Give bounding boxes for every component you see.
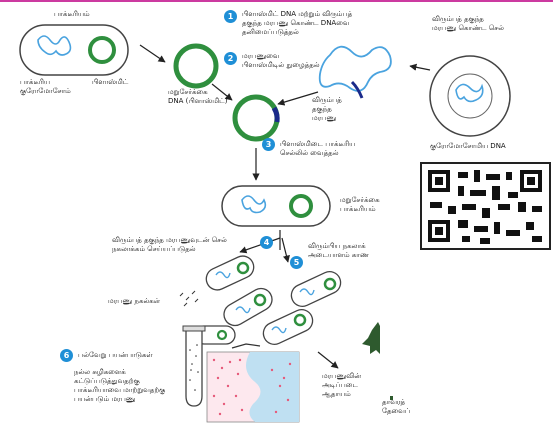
inserted-gene: [271, 106, 280, 123]
clone-bacterium: [223, 287, 273, 327]
label-plasmid: பிளாஸ்மிட்: [92, 78, 129, 86]
clone-bacterium: [205, 255, 255, 291]
arrow-to-identify: [281, 237, 290, 263]
label-cell-chromosome-dna: குரோமோசோமிய DNA: [430, 142, 506, 150]
step-3-text: பிளாஸ்மிடை பாக்டீரிய செல்லில் வைத்தல்: [280, 140, 356, 157]
label-plant: தாவரத் தேவைப்: [382, 398, 411, 415]
recombinant-plasmid: [232, 94, 280, 142]
label-recombinant-bacterium: மறுசேர்க்கை பாக்டீரியம்: [340, 196, 380, 213]
step-1-text: பிளாஸ்மிட் DNA மற்றும் விரும்பத் தகுந்த …: [242, 10, 353, 36]
arrow-from-source-cell: [409, 63, 431, 71]
source-cell: [429, 55, 511, 137]
label-gene-copies: மரபணு நகல்கள்: [108, 297, 161, 305]
plasmid-ring: [88, 36, 116, 64]
clone-bacterium: [262, 309, 314, 345]
step-4-badge: 4: [260, 236, 273, 249]
step-5-text: விரும்பிய நகலாக் அடையாளம் காண: [308, 242, 369, 259]
occluding-patch: [380, 246, 553, 396]
bacterial-chromosome-dna: [37, 35, 72, 56]
gene-copies: [179, 290, 199, 307]
recombinant-bacterium: [221, 185, 331, 227]
label-source-cell: விரும்பத் தகுந்த மரபணு கொண்ட செல்: [432, 15, 504, 32]
application-text: நல்ல சுழிகளைக் கட்டுப்படுத்துவதற்கு பாக்…: [74, 368, 166, 403]
bacterium-cell: [19, 24, 129, 76]
step-1-badge: 1: [224, 10, 237, 23]
arrow-gene-insert: [277, 91, 319, 106]
step-6-text: பல்வேறு பயன்பாடுகள்: [78, 351, 153, 359]
clone-bacterium: [290, 271, 342, 307]
isolated-plasmid: [173, 43, 219, 89]
label-gene-of-interest: விரும்பத் தகுந்த மரபணு: [312, 96, 342, 122]
arrow-to-protein: [317, 351, 339, 369]
gene-segment: [350, 80, 364, 99]
step-2-badge: 2: [224, 52, 237, 65]
arrow-plasmid-insert: [211, 83, 233, 101]
step-2-text: மரபணுவை பிளாஸ்மிடில் நுழைத்தல்: [242, 52, 320, 69]
arrow-to-plasmid: [139, 44, 166, 63]
label-bacterium: பாக்டீரியம்: [54, 10, 90, 18]
step-5-badge: 5: [290, 256, 303, 269]
isolated-dna: [318, 45, 392, 92]
label-recombinant-dna: மறுசேர்க்கை DNA (பிளாஸ்மிட்): [168, 88, 228, 105]
step-3-badge: 3: [262, 138, 275, 151]
step-6-badge: 6: [60, 349, 73, 362]
label-bacterial-chromosome: பாக்டீரிய குரோமோசோம்: [20, 78, 71, 95]
qr-code[interactable]: [420, 162, 551, 250]
step-4-text: விரும்பத் தகுந்த மரபணுவுடன் செல் நகலாக்க…: [112, 236, 227, 253]
test-tube: [182, 325, 206, 407]
label-protein: மரபணுவின் அடிப்படை ஆதாயம்: [322, 372, 362, 398]
cleanup-scene: [206, 343, 300, 423]
